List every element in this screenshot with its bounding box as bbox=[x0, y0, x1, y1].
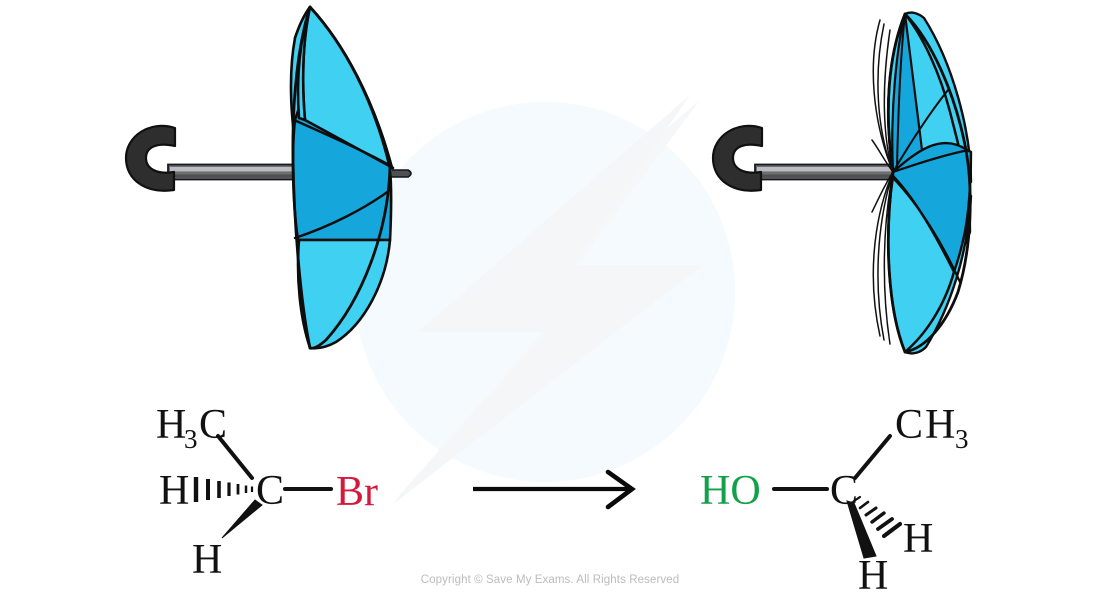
bond-c-to-methyl-right bbox=[853, 434, 892, 480]
umbrella-left-handle-icon bbox=[124, 124, 177, 192]
label-central-carbon-left: C bbox=[256, 468, 284, 514]
molecule-left: H 3 C H C Br H bbox=[156, 402, 378, 583]
label-hydroxyl: HO bbox=[700, 468, 761, 514]
label-hydrogen-hashed-right: H bbox=[903, 516, 933, 562]
umbrella-right-handle-icon bbox=[711, 124, 764, 192]
label-hydrogen-hashed-left: H bbox=[159, 468, 189, 514]
bond-c-to-h-wedge-right bbox=[846, 500, 877, 559]
bond-c-to-methyl bbox=[216, 434, 254, 480]
label-central-carbon-right: C bbox=[830, 468, 858, 514]
umbrella-left bbox=[124, 5, 412, 350]
label-methyl-subscript: 3 bbox=[184, 424, 198, 454]
label-hydrogen-wedge-right: H bbox=[858, 553, 888, 596]
label-methyl-h-right: H bbox=[925, 402, 955, 448]
molecule-right: C H 3 HO C H H bbox=[700, 402, 969, 596]
bond-c-to-h-hashed-right bbox=[852, 495, 903, 539]
bond-c-to-h-hashed bbox=[193, 477, 254, 502]
reaction-arrow bbox=[473, 469, 636, 510]
label-methyl-c: C bbox=[199, 402, 227, 448]
label-methyl-c-right: C bbox=[895, 402, 923, 448]
copyright-notice: Copyright © Save My Exams. All Rights Re… bbox=[420, 574, 680, 586]
label-bromine: Br bbox=[336, 469, 378, 515]
umbrella-right-canopy bbox=[886, 11, 973, 355]
bond-c-to-h-wedge bbox=[221, 499, 263, 539]
umbrella-right-ribs-icon bbox=[871, 19, 894, 345]
umbrella-right bbox=[711, 11, 973, 355]
label-methyl-subscript-right: 3 bbox=[955, 424, 969, 454]
label-methyl-h: H bbox=[156, 402, 186, 448]
label-hydrogen-wedge-left: H bbox=[192, 537, 222, 583]
umbrella-left-canopy bbox=[289, 5, 395, 350]
umbrella-right-shaft-icon bbox=[754, 163, 906, 181]
